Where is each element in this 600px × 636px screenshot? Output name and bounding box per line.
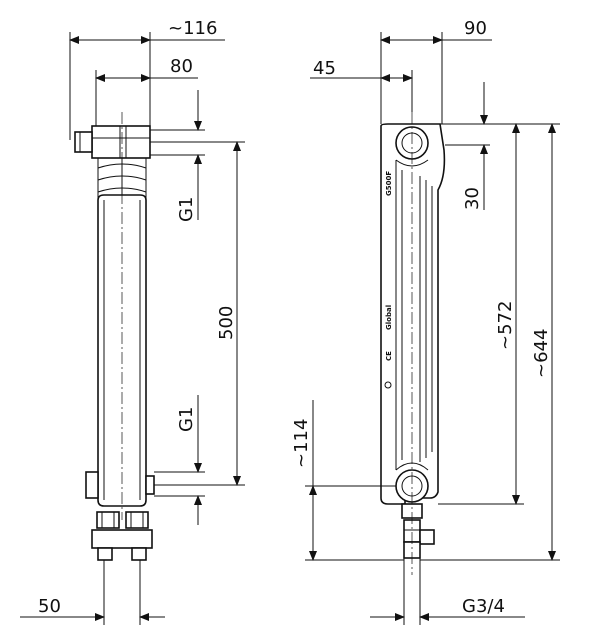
dim-valve-offset: 50 (38, 596, 61, 617)
dim-height-total: ~644 (531, 329, 552, 378)
front-valve-assembly (91, 511, 153, 561)
dim-depth: 80 (170, 56, 193, 77)
side-body (380, 123, 446, 505)
dim-overall-depth: ~116 (168, 18, 217, 39)
dim-center-distance: 500 (216, 306, 237, 340)
front-top-header (91, 125, 151, 159)
front-top-plug (74, 131, 93, 153)
dim-height-body: ~572 (495, 301, 516, 350)
side-valve-assembly (401, 503, 435, 559)
dim-valve-thread: G3/4 (462, 596, 505, 617)
dim-top-offset: 30 (462, 187, 483, 210)
dim-connection-bottom: G1 (176, 407, 197, 432)
side-ce-mark: CE (385, 351, 393, 361)
side-view: G500F Global CE 90 45 30 (291, 18, 560, 625)
front-view: ~116 80 G1 500 G1 50 (20, 18, 245, 625)
front-body (97, 194, 147, 507)
dim-bottom-offset: ~114 (291, 419, 312, 468)
front-bottom-plug (85, 471, 99, 499)
dim-inset: 45 (313, 58, 336, 79)
side-brand-label: Global (385, 305, 393, 330)
dim-connection-top: G1 (176, 197, 197, 222)
side-model-label: G500F (385, 171, 393, 196)
dim-width: 90 (464, 18, 487, 39)
side-recycle-icon (384, 381, 392, 389)
